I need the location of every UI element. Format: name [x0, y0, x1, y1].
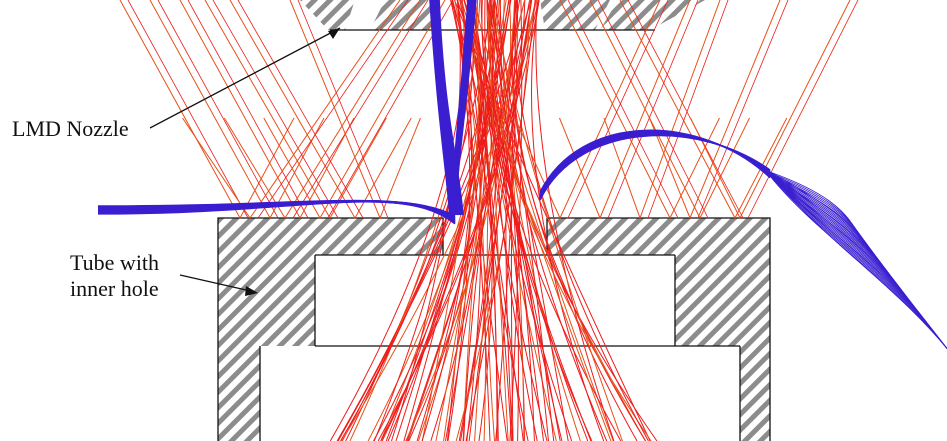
reflected-ray: [697, 0, 789, 219]
tube-arrowhead: [245, 286, 258, 296]
nozzle-block-left-outer: [300, 0, 355, 30]
laser-ray: [349, 0, 481, 441]
particle-trace: [539, 134, 771, 200]
nozzle-label: LMD Nozzle: [12, 116, 129, 141]
reflected-ray: [607, 0, 699, 219]
laser-ray: [455, 0, 531, 441]
particle-trace: [539, 129, 771, 193]
laser-ray: [535, 0, 615, 441]
reflected-ray: [690, 0, 851, 220]
reflected-ray: [514, 0, 661, 220]
particle-traces: [97, 0, 947, 350]
laser-ray: [407, 0, 531, 441]
laser-ray: [509, 0, 523, 441]
reflected-ray: [559, 0, 691, 220]
tube-body: [217, 217, 771, 441]
reflected-ray: [559, 0, 720, 220]
laser-ray: [462, 0, 507, 441]
laser-ray: [446, 0, 495, 441]
laser-ray: [463, 0, 535, 441]
nozzle-pointer: [149, 27, 341, 129]
laser-ray: [514, 0, 649, 441]
reflected-ray: [149, 0, 325, 220]
tube-pointer: [179, 274, 256, 293]
particle-spray: [769, 171, 947, 350]
reflected-ray: [603, 0, 721, 220]
particle-trace: [97, 200, 456, 225]
laser-ray: [531, 0, 605, 441]
reflected-ray: [237, 0, 364, 219]
particle-trace: [438, 0, 464, 216]
particle-trace: [455, 0, 477, 201]
laser-ray: [490, 0, 623, 441]
reflected-ray: [263, 0, 446, 220]
reflected-ray: [289, 0, 421, 220]
reflected-ray: [297, 0, 389, 219]
reflected-ray: [229, 0, 412, 220]
laser-ray: [480, 0, 573, 441]
laser-ray: [465, 0, 536, 441]
lmd-nozzle: [300, 0, 705, 31]
laser-ray: [484, 0, 548, 441]
reflected-ray: [619, 0, 788, 220]
tube-wall: [218, 218, 770, 441]
laser-ray: [460, 0, 549, 441]
reflected-ray: [567, 0, 679, 219]
laser-ray: [473, 0, 614, 441]
laser-ray: [505, 0, 518, 441]
tube-label-line1: Tube with: [70, 250, 159, 275]
tube-label-line2: inner hole: [70, 276, 159, 301]
reflected-ray: [119, 0, 295, 220]
nozzle-arrowhead: [328, 28, 340, 39]
reflected-ray: [212, 0, 339, 219]
reflected-ray: [187, 0, 309, 219]
laser-ray: [486, 0, 510, 441]
reflected-ray: [182, 0, 401, 219]
reflected-ray: [627, 0, 744, 219]
reflected-ray: [157, 0, 279, 219]
reflected-ray: [204, 0, 387, 220]
laser-ray: [461, 0, 612, 441]
laser-ray: [489, 0, 569, 441]
reflected-ray: [567, 0, 669, 219]
laser-ray: [395, 0, 512, 441]
laser-ray: [494, 0, 608, 441]
laser-ray: [463, 0, 532, 441]
reflected-ray: [223, 0, 421, 219]
reflected-ray: [179, 0, 355, 220]
reflected-ray: [257, 0, 409, 219]
particle-trace: [539, 130, 771, 194]
reflected-ray: [649, 0, 781, 220]
particle-trace: [539, 130, 771, 194]
nozzle-block-right: [540, 0, 610, 30]
laser-ray-traces: [119, 0, 859, 441]
reflected-ray: [647, 0, 729, 219]
reflected-ray: [292, 0, 429, 219]
laser-ray: [492, 0, 538, 441]
particle-trace: [539, 130, 771, 195]
nozzle-block-left: [370, 0, 438, 30]
laser-ray: [487, 0, 652, 441]
laser-ray: [460, 0, 533, 441]
reflected-ray: [747, 0, 859, 219]
reflected-ray: [127, 0, 249, 219]
laser-ray: [380, 0, 540, 441]
laser-ray: [435, 0, 480, 441]
laser-ray: [466, 0, 513, 441]
laser-ray: [487, 0, 519, 441]
nozzle-block-right-outer: [600, 0, 705, 30]
laser-ray: [443, 0, 526, 441]
laser-ray: [489, 0, 509, 441]
